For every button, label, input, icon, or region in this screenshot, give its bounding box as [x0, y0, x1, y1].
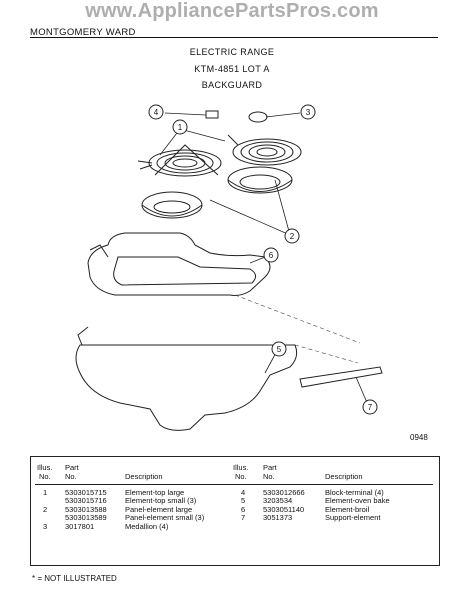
table-cell: 6: [241, 504, 246, 514]
table-cell: 4: [241, 488, 246, 497]
title-model: KTM-4851 LOT A: [194, 64, 270, 74]
element-top-small: [137, 144, 222, 177]
callout-label-1: 1: [178, 123, 183, 132]
header-part-right: Part: [263, 463, 277, 472]
parts-table: Illus. No. Part No. Description Illus. N…: [30, 456, 440, 566]
table-cell: Panel-element small (3): [125, 513, 205, 523]
callout-5: [271, 341, 287, 357]
header-illus-right: Illus.: [233, 463, 249, 472]
callout-6: [263, 247, 279, 263]
table-cell: 5303013588: [65, 504, 107, 514]
header-partno-left: No.: [65, 472, 77, 481]
table-cell: Panel-element large: [125, 504, 193, 514]
exploded-parts-diagram: 1 2 3 4 5 6 7: [75, 104, 383, 431]
header-part-left: Part: [65, 463, 79, 472]
callout-label-3: 3: [306, 108, 311, 117]
header-description-left: Description: [125, 472, 163, 481]
table-cell: 2: [43, 504, 48, 514]
callout-3: [300, 104, 316, 120]
table-cell: 5303015715: [65, 488, 107, 497]
brand-name: MONTGOMERY WARD: [30, 27, 136, 38]
header-no-right: No.: [235, 472, 247, 481]
table-cell: Element-broil: [325, 504, 370, 514]
table-cell: Block-terminal (4): [325, 488, 384, 497]
table-cell: 1: [43, 488, 48, 497]
header-partno-right: No.: [263, 472, 275, 481]
panel-element-large: [227, 166, 293, 194]
support-element: [299, 366, 383, 388]
title-product: ELECTRIC RANGE: [189, 47, 275, 57]
table-cell: Element-oven bake: [325, 496, 390, 506]
table-cell: Medallion (4): [125, 521, 169, 531]
block-terminal: [205, 110, 219, 119]
callout-label-5: 5: [277, 345, 282, 354]
table-cell: 5303013589: [65, 513, 107, 523]
callout-label-6: 6: [269, 251, 274, 260]
header-rule: [30, 37, 438, 38]
panel-element-small: [141, 191, 203, 219]
table-cell: Element-top small (3): [125, 496, 197, 506]
callout-label-7: 7: [368, 403, 373, 412]
callout-4: [148, 104, 164, 120]
callout-label-2: 2: [290, 232, 295, 241]
callout-1: [172, 119, 188, 135]
header-description-right: Description: [325, 472, 363, 481]
footnote: * = NOT ILLUSTRATED: [32, 574, 117, 583]
table-cell: Element-top large: [125, 488, 185, 497]
table-cell: 5303051140: [263, 504, 305, 514]
table-cell: 5: [241, 496, 246, 506]
watermark: www.AppliancePartsPros.com: [85, 0, 379, 22]
table-cell: 3203534: [263, 496, 293, 506]
header-no-left: No.: [39, 472, 51, 481]
table-cell: 7: [241, 513, 246, 523]
table-cell: 5303012666: [263, 488, 305, 497]
table-cell: 3: [43, 521, 48, 531]
table-cell: 3017801: [65, 521, 95, 531]
title-section: BACKGUARD: [201, 80, 263, 90]
callout-7: [362, 399, 378, 415]
element-top-large: [227, 134, 302, 166]
element-oven-bake: [75, 344, 298, 431]
table-header-rule: [35, 484, 433, 485]
callout-2: [284, 228, 300, 244]
table-cell: 5303015716: [65, 496, 107, 506]
header-illus-left: Illus.: [37, 463, 53, 472]
element-broil: [87, 232, 271, 296]
table-cell: 3051373: [263, 513, 293, 523]
medallion: [248, 111, 268, 123]
figure-code: 0948: [410, 433, 428, 442]
table-cell: Support-element: [325, 513, 381, 523]
callout-label-4: 4: [154, 108, 159, 117]
